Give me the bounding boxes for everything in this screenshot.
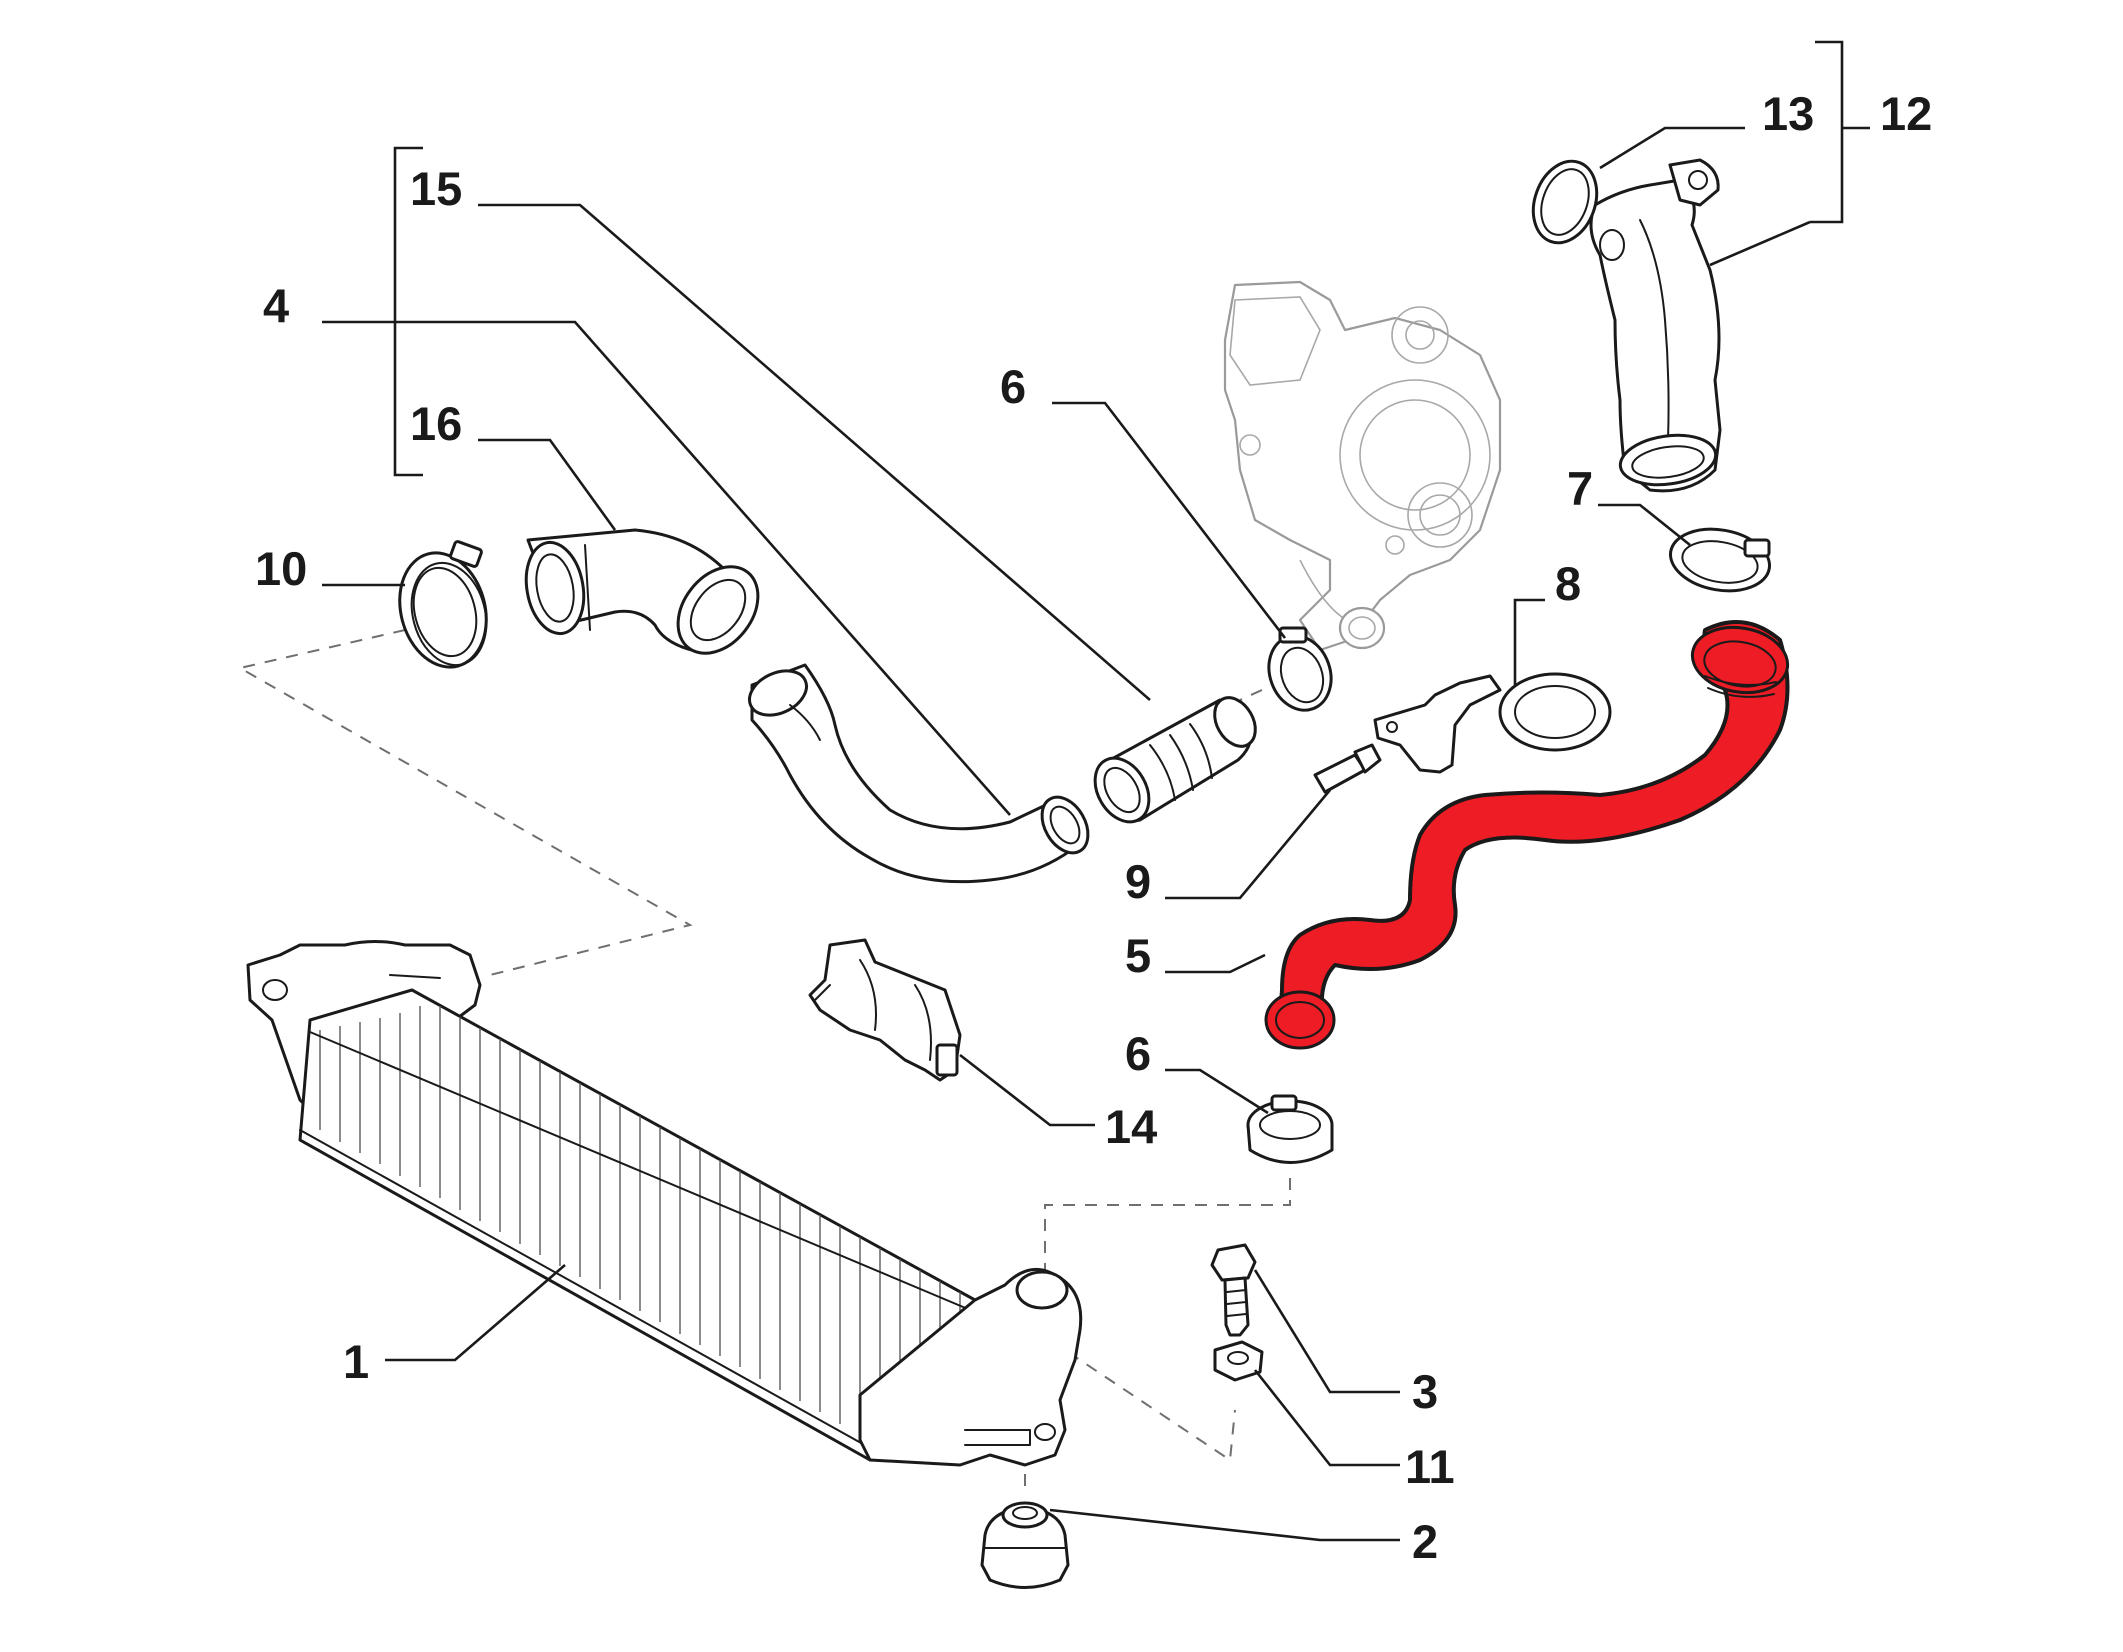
- part-2-rubber-mount: [980, 1501, 1070, 1589]
- callout-4: 4: [263, 279, 289, 332]
- callout-5: 5: [1125, 929, 1151, 982]
- callout-9: 9: [1125, 855, 1151, 908]
- group-bracket-12-13: [1810, 40, 1870, 224]
- callout-11: 11: [1405, 1440, 1455, 1493]
- callout-6-lower: 6: [1125, 1027, 1151, 1080]
- part-11-nut: [1213, 1340, 1264, 1382]
- part-6-lower-hose-clamp: [1246, 1094, 1334, 1164]
- part-5-highlighted-intercooler-hose: [1264, 620, 1790, 1050]
- part-3-bolt: [1210, 1243, 1257, 1337]
- part-7-hose-clamp: [1668, 527, 1772, 593]
- group-bracket-15-16: [393, 146, 423, 477]
- part-4-long-hose: [748, 663, 1090, 884]
- part-10-hose-clamp: [398, 540, 488, 669]
- callout-6-upper: 6: [1000, 360, 1026, 413]
- leader-lines: [322, 126, 1811, 1542]
- callout-8: 8: [1555, 557, 1581, 610]
- callout-labels: 15 4 16 10 6 13 12 7 8 9 5 6 14 1 3 11 2: [255, 87, 1932, 1568]
- callout-14: 14: [1105, 1100, 1157, 1153]
- callout-13: 13: [1762, 87, 1814, 140]
- callout-16: 16: [410, 397, 462, 450]
- callout-15: 15: [410, 162, 462, 215]
- part-12-inlet-pipe: [1589, 158, 1722, 493]
- callout-12: 12: [1880, 87, 1932, 140]
- turbocharger-ghost: [1223, 280, 1502, 652]
- callout-1: 1: [343, 1335, 369, 1388]
- part-16-elbow-hose: [524, 528, 760, 655]
- part-13-o-ring: [1531, 159, 1599, 245]
- part-8-mounting-bracket: [1373, 672, 1612, 774]
- callout-2: 2: [1412, 1515, 1438, 1568]
- callout-7: 7: [1567, 462, 1593, 515]
- part-1-intercooler: [246, 940, 1083, 1467]
- callout-3: 3: [1412, 1365, 1438, 1418]
- part-6-upper-hose-clamp: [1267, 626, 1333, 712]
- part-9-bolt: [1313, 743, 1382, 794]
- part-14-hose-clip: [808, 938, 962, 1082]
- callout-10: 10: [255, 542, 307, 595]
- part-15-bellows-hose: [1093, 696, 1257, 824]
